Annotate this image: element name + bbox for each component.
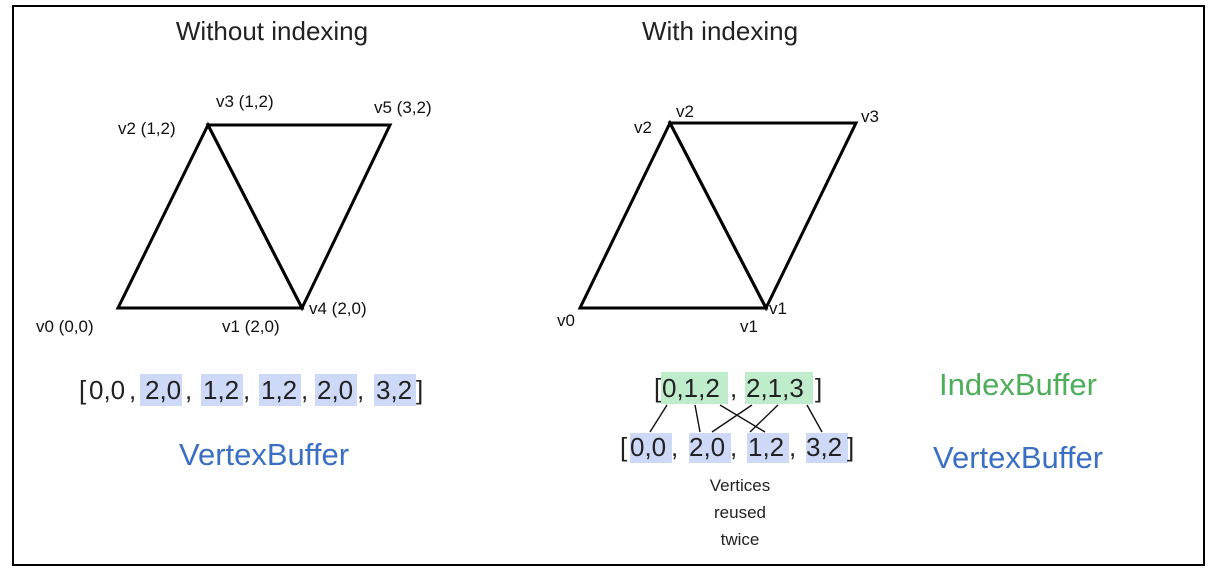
connector-line bbox=[749, 404, 779, 433]
buffer-highlight bbox=[374, 374, 416, 406]
right-vertex-buffer: [ 0,0 , 2,0 , 1,2 , 3,2 ] bbox=[620, 432, 854, 463]
right-vertex-label: v0 bbox=[557, 311, 575, 330]
note-line: twice bbox=[721, 530, 760, 549]
buffer-bracket: ] bbox=[815, 373, 822, 403]
right-triangles bbox=[577, 119, 859, 312]
right-triangle-2 bbox=[667, 121, 859, 312]
index-value: 2,1,3 bbox=[746, 373, 804, 403]
buffer-separator: , bbox=[243, 375, 250, 405]
connector-line bbox=[711, 404, 753, 433]
index-value: 0,1,2 bbox=[662, 373, 720, 403]
buffer-value: 0,0 bbox=[630, 432, 666, 462]
index-buffer-caption: IndexBuffer bbox=[939, 367, 1097, 402]
connector-line bbox=[649, 404, 668, 433]
connector-line bbox=[719, 404, 766, 433]
buffer-value: 0,0 bbox=[89, 375, 125, 405]
buffer-highlight bbox=[315, 374, 357, 406]
buffer-bracket: [ bbox=[620, 432, 628, 462]
vertex-buffer-caption: VertexBuffer bbox=[179, 437, 349, 472]
left-vertex-label: v1 (2,0) bbox=[222, 317, 280, 336]
connector-line bbox=[694, 404, 701, 433]
reuse-note: Vertices reused twice bbox=[710, 476, 770, 549]
index-highlight bbox=[745, 372, 813, 404]
index-highlight bbox=[661, 372, 728, 404]
buffer-highlight bbox=[689, 433, 731, 463]
buffer-bracket: ] bbox=[847, 432, 854, 462]
buffer-value: 3,2 bbox=[376, 375, 412, 405]
buffer-highlight bbox=[630, 433, 672, 463]
buffer-separator: , bbox=[730, 432, 737, 462]
left-vertex-label: v0 (0,0) bbox=[36, 317, 94, 336]
right-vertex-label: v3 bbox=[861, 107, 879, 126]
buffer-separator: , bbox=[357, 375, 364, 405]
left-vertex-label: v4 (2,0) bbox=[309, 299, 367, 318]
vertex-buffer-caption: VertexBuffer bbox=[933, 440, 1103, 475]
left-vertex-buffer: [ 0,0 , 2,0 , 1,2 , 1,2 , 2,0 , 3,2 ] bbox=[79, 374, 423, 406]
left-vertex-label: v2 (1,2) bbox=[118, 119, 176, 138]
buffer-separator: , bbox=[671, 432, 678, 462]
buffer-value: 1,2 bbox=[748, 432, 784, 462]
buffer-highlight bbox=[806, 433, 848, 463]
buffer-bracket: [ bbox=[654, 373, 662, 403]
buffer-highlight bbox=[201, 374, 243, 406]
left-triangle-1 bbox=[115, 121, 305, 310]
right-vertex-label: v2 bbox=[676, 102, 694, 121]
right-vertex-label: v1 bbox=[740, 317, 758, 336]
right-title: With indexing bbox=[642, 16, 798, 46]
connector-line bbox=[806, 404, 823, 433]
index-buffer: [ 0,1,2 , 2,1,3 ] bbox=[654, 372, 822, 404]
buffer-bracket: ] bbox=[416, 375, 423, 405]
buffer-highlight bbox=[140, 374, 182, 406]
buffer-separator: , bbox=[129, 375, 136, 405]
buffer-value: 1,2 bbox=[261, 375, 297, 405]
note-line: Vertices bbox=[710, 476, 770, 495]
right-vertex-label: v2 bbox=[634, 118, 652, 137]
buffer-value: 1,2 bbox=[203, 375, 239, 405]
figure-frame bbox=[12, 5, 1205, 566]
buffer-separator: , bbox=[301, 375, 308, 405]
index-connectors bbox=[649, 404, 823, 433]
left-triangles bbox=[115, 121, 393, 312]
left-vertex-label: v3 (1,2) bbox=[216, 92, 274, 111]
buffer-bracket: [ bbox=[79, 375, 87, 405]
right-triangle-1 bbox=[577, 119, 769, 310]
left-title: Without indexing bbox=[176, 16, 368, 46]
left-triangle-2 bbox=[205, 123, 393, 312]
buffer-highlight bbox=[747, 433, 789, 463]
note-line: reused bbox=[714, 503, 766, 522]
buffer-highlight bbox=[259, 374, 301, 406]
buffer-separator: , bbox=[185, 375, 192, 405]
buffer-separator: , bbox=[789, 432, 796, 462]
right-vertex-label: v1 bbox=[769, 299, 787, 318]
buffer-value: 2,0 bbox=[689, 432, 725, 462]
buffer-separator: , bbox=[730, 373, 737, 403]
buffer-value: 2,0 bbox=[317, 375, 353, 405]
buffer-value: 3,2 bbox=[806, 432, 842, 462]
left-vertex-label: v5 (3,2) bbox=[374, 98, 432, 117]
buffer-value: 2,0 bbox=[145, 375, 181, 405]
